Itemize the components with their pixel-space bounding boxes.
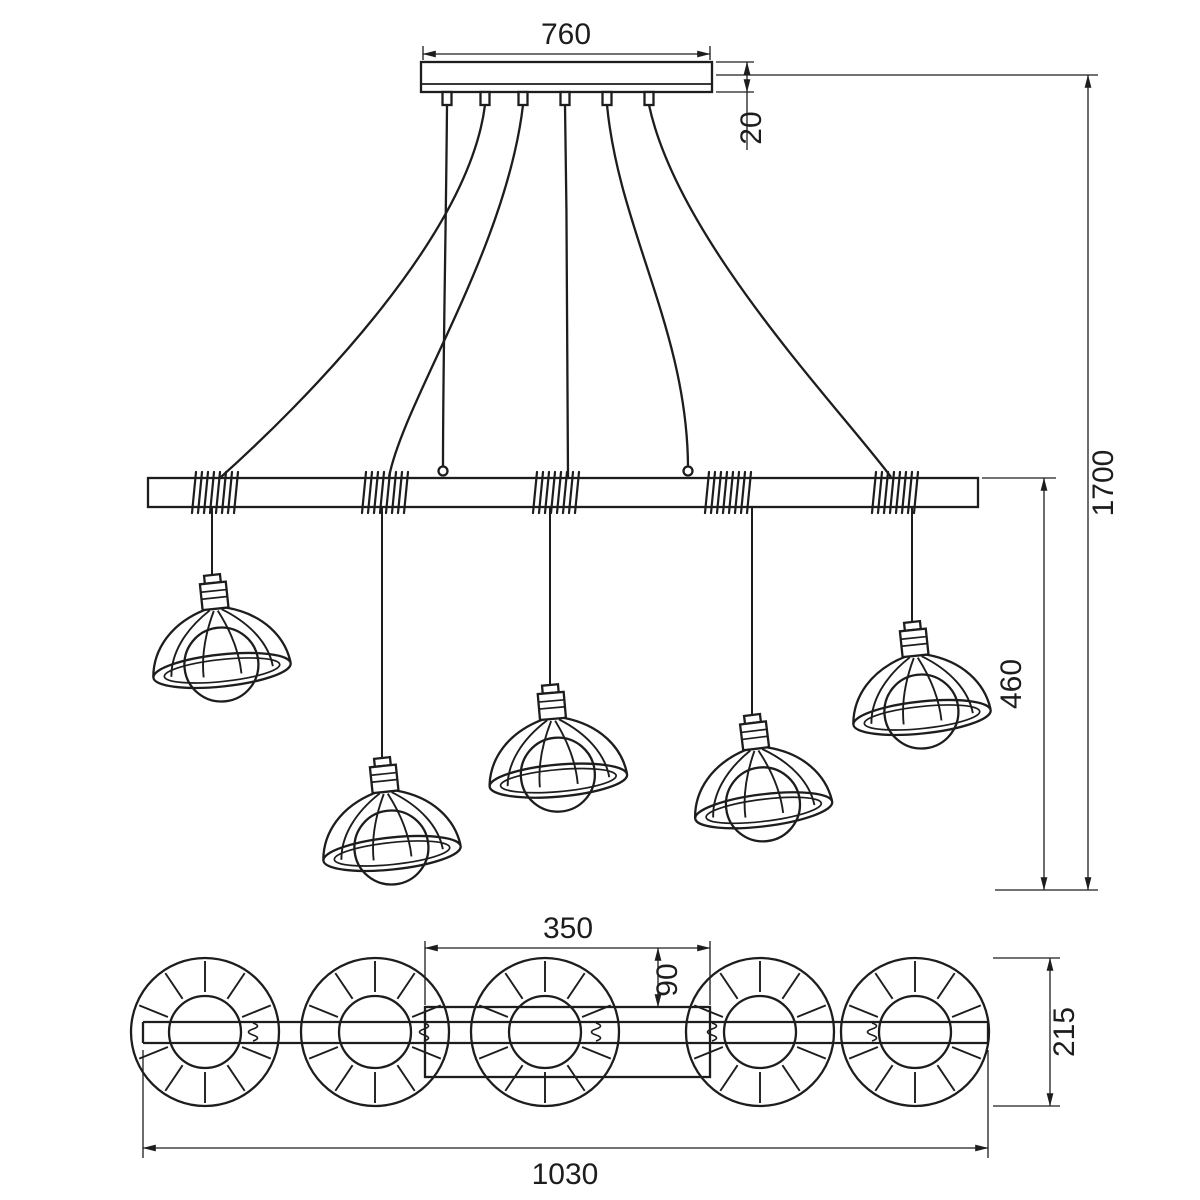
dim-canopy-thickness-label: 20 <box>735 111 768 144</box>
dim-canopy-thickness: 20 <box>716 61 768 150</box>
pendant-lamp <box>142 566 296 710</box>
pendant-lamp <box>480 677 631 819</box>
pendant-lamp <box>842 613 996 757</box>
rope-wrap <box>531 470 581 515</box>
dim-box-depth-label: 90 <box>651 963 684 996</box>
dim-overall-length-label: 1030 <box>532 1158 599 1191</box>
dim-shade-diameter: 215 <box>993 957 1081 1107</box>
suspension-cable <box>441 104 449 467</box>
dim-overall-length-ext <box>142 1050 989 1158</box>
shade-top-view <box>469 956 621 1108</box>
cable-hook <box>866 1022 878 1042</box>
dim-drop-height-label: 460 <box>995 659 1028 709</box>
suspension-cable <box>647 104 892 478</box>
dim-total-height-label: 1700 <box>1087 450 1120 517</box>
dim-canopy-width-label: 760 <box>541 18 591 51</box>
canopy-plate <box>419 60 714 94</box>
front-view: 760 20 <box>142 18 1120 893</box>
junction-box <box>423 1005 712 1079</box>
dim-shade-diameter-label: 215 <box>1048 1007 1081 1057</box>
cable-gland <box>559 90 571 107</box>
cable-gland <box>643 90 655 107</box>
suspension-cable <box>387 104 525 478</box>
bar-top-view <box>141 1020 990 1045</box>
cable-gland <box>441 90 453 107</box>
suspension-cable <box>220 104 487 478</box>
dim-drop-height: 460 <box>982 477 1056 891</box>
rope-wrap <box>190 470 240 515</box>
shade-top-view <box>129 956 281 1108</box>
cable-gland <box>479 90 491 107</box>
bar-top-outline <box>141 1020 990 1045</box>
cable-hook <box>706 1022 718 1042</box>
cable-hook <box>590 1022 602 1042</box>
plan-view: 350 90 215 1030 <box>129 912 1081 1191</box>
suspension-cables <box>220 104 892 478</box>
rope-wrap <box>870 470 920 515</box>
shade-top-view <box>299 956 451 1108</box>
suspension-cable <box>563 104 570 478</box>
cable-end-ring <box>682 465 694 477</box>
dim-box-length-label: 350 <box>543 912 593 945</box>
dim-box-depth: 90 <box>651 947 684 1008</box>
dim-overall-length: 1030 <box>142 1050 989 1191</box>
cable-end-ring <box>437 465 449 477</box>
cable-gland <box>601 90 613 107</box>
ceiling-canopy <box>419 60 714 107</box>
pendant-lamp <box>312 749 466 893</box>
rope-wraps <box>190 470 920 515</box>
cable-hook <box>247 1022 259 1042</box>
dim-box-length: 350 <box>424 912 711 1005</box>
rope-wrap <box>703 470 753 515</box>
suspension-cable <box>605 104 690 467</box>
lamp-cords <box>211 507 913 758</box>
dim-box-length-ext <box>424 941 711 1005</box>
rope-wrap <box>360 470 410 515</box>
pendant-lamp <box>682 705 838 851</box>
dim-canopy-width: 760 <box>422 18 711 60</box>
cable-gland <box>517 90 529 107</box>
shade-top-view <box>839 956 991 1108</box>
